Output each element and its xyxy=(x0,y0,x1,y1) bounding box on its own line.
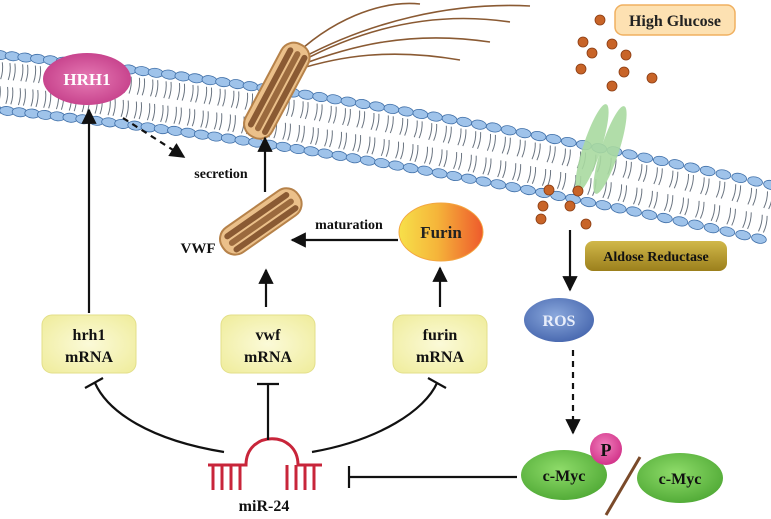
mrna-type-label: mRNA xyxy=(416,349,464,366)
aldose-reductase: Aldose Reductase xyxy=(585,241,727,271)
arrow-hrh1-to-secretion xyxy=(122,117,186,158)
divider-slash xyxy=(604,456,642,516)
mrna-gene-label: hrh1 xyxy=(73,327,106,344)
furin-protein: Furin xyxy=(398,202,484,262)
mrna-type-label: mRNA xyxy=(244,349,292,366)
inhibit-mir24-to-hrh1 xyxy=(93,382,225,454)
phospho-label: P xyxy=(601,440,612,460)
arrows xyxy=(81,108,581,488)
cmyc: c-Myc xyxy=(637,453,723,503)
mrna-box-hrh1: hrh1 mRNA xyxy=(41,314,137,374)
cytoplasm-vwf xyxy=(219,187,303,256)
maturation-label: maturation xyxy=(315,218,383,233)
mrna-box-furin: furin mRNA xyxy=(392,314,488,374)
high-glucose-label: High Glucose xyxy=(629,13,721,30)
vwf-label: VWF xyxy=(181,241,216,257)
mir24-hairpin xyxy=(208,437,322,490)
mrna-type-label: mRNA xyxy=(65,349,113,366)
secretion-label: secretion xyxy=(194,167,248,182)
membrane-vwf xyxy=(243,41,311,140)
cmyc-phosphorylated: c-Myc xyxy=(521,450,607,500)
mrna-gene-label: vwf xyxy=(256,327,282,344)
mir24-label: miR-24 xyxy=(239,498,290,515)
hrh1-receptor: HRH1 xyxy=(43,53,131,105)
hrh1-label: HRH1 xyxy=(63,70,110,89)
phospho-group: P xyxy=(590,433,622,465)
glucose-channel xyxy=(575,104,627,194)
cmyc-label: c-Myc xyxy=(659,471,702,488)
cmyc-phospho-label: c-Myc xyxy=(543,468,586,485)
ros: ROS xyxy=(524,298,594,342)
glucose-molecules xyxy=(535,14,658,230)
inhibit-mir24-to-furin xyxy=(311,382,439,454)
mrna-box-vwf: vwf mRNA xyxy=(220,314,316,374)
high-glucose-label-box: High Glucose xyxy=(614,4,736,36)
membrane-vwf-fibers xyxy=(289,2,531,71)
mrna-gene-label: furin xyxy=(423,327,458,344)
furin-label: Furin xyxy=(420,223,462,242)
ros-label: ROS xyxy=(543,313,576,330)
aldose-reductase-label: Aldose Reductase xyxy=(603,250,708,265)
